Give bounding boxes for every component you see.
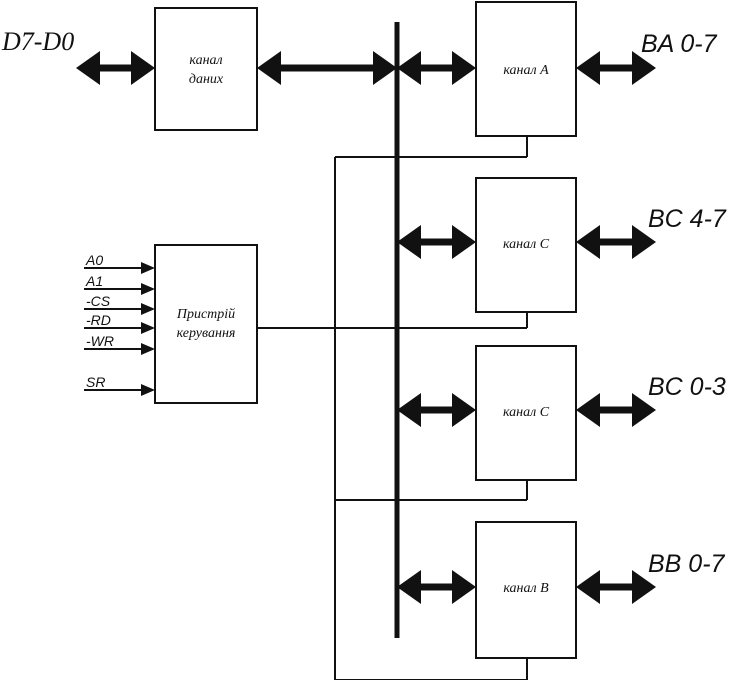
signal-arrowhead-a1 [141,283,155,295]
signal-label-cs: -CS [86,293,111,309]
channel-a-in-arrow [397,51,476,85]
channel-a-block: канал А [475,1,577,137]
channel-c-upper-out-arrow [576,225,656,259]
label-port-bb: BB 0-7 [648,550,726,578]
label-port-bc-low: BC 0-3 [648,373,726,401]
signal-arrowhead-wr [141,343,155,355]
channel-c-lower-out-arrow [576,393,656,427]
channel-c-upper-label: канал С [503,237,550,252]
control-unit-block: Пристрій керування [154,244,258,404]
channel-c-upper-in-arrow [397,225,476,259]
label-port-ba: BA 0-7 [641,30,718,58]
data-channel-label-2: даних [189,72,224,87]
data-in-arrow [76,51,155,85]
control-unit-label-1: Пристрій [176,307,235,322]
control-unit-label-2: керування [177,326,236,341]
signal-arrowhead-rd [141,322,155,334]
signal-label-wr: -WR [86,333,114,349]
signal-label-a0: A0 [85,252,103,268]
signal-arrowhead-a0 [141,262,155,274]
signal-label-rd: -RD [86,312,111,328]
label-port-bc-high: BC 4-7 [648,205,727,233]
channel-a-label: канал А [503,63,549,78]
channel-c-upper-block: канал С [475,177,577,313]
channel-b-label: канал В [503,581,549,596]
signal-arrowhead-sr [141,384,155,396]
signal-label-sr: SR [86,374,105,390]
channel-b-block: канал В [475,521,577,659]
channel-a-out-arrow [576,51,656,85]
channel-c-lower-in-arrow [397,393,476,427]
control-wiring [257,136,528,680]
data-out-arrow [257,51,397,85]
channel-c-lower-label: канал С [503,405,550,420]
bidirectional-arrows [76,51,656,604]
data-channel-block: канал даних [154,7,258,131]
data-channel-label-1: канал [189,53,222,68]
signal-arrowhead-cs [141,303,155,315]
channel-c-lower-block: канал С [475,345,577,481]
channel-b-out-arrow [576,570,656,604]
signal-label-a1: A1 [85,273,103,289]
channel-b-in-arrow [397,570,476,604]
label-data-bus: D7-D0 [1,27,74,56]
